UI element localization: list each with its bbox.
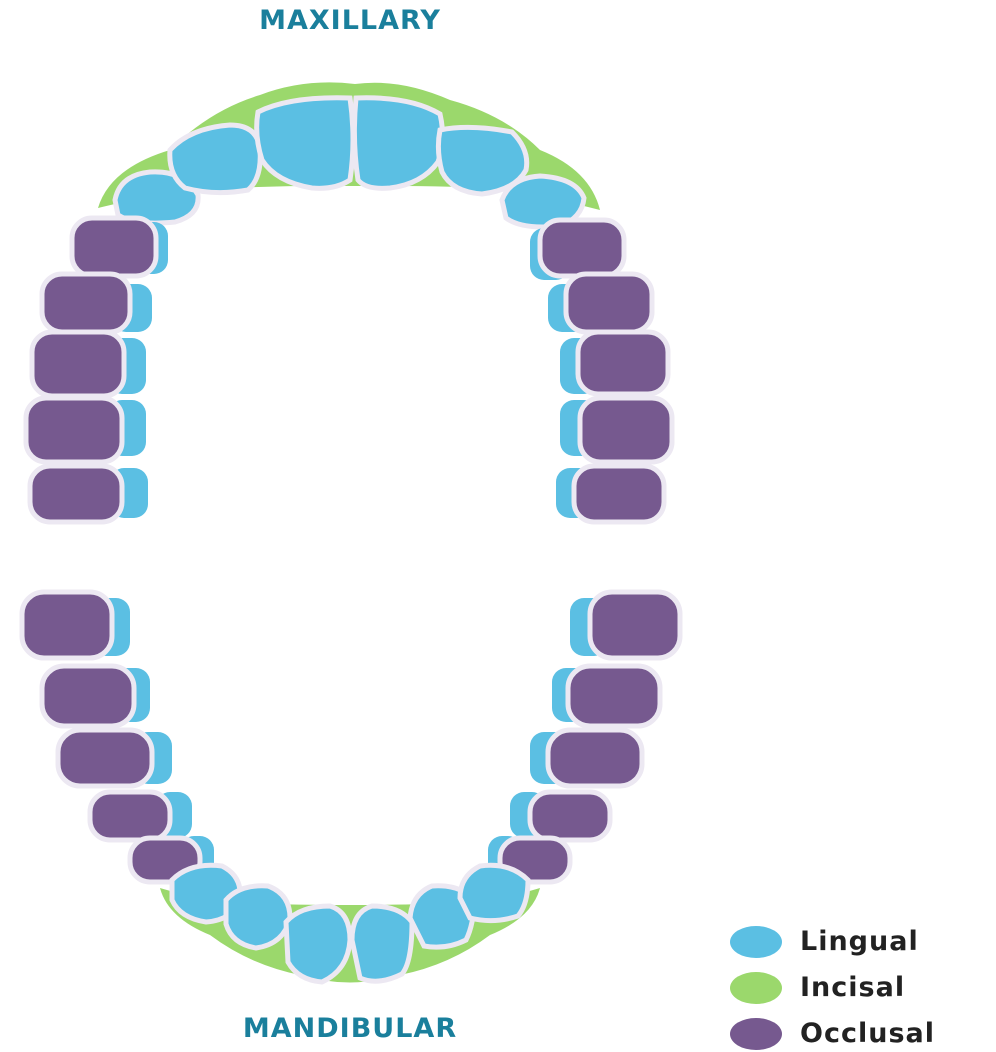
tooth-lower-left-second-molar: [552, 666, 660, 726]
legend-item-occlusal: Occlusal: [730, 1016, 990, 1052]
mandibular-label: MANDIBULAR: [0, 1015, 700, 1042]
tooth-lower-left-first-molar: [530, 730, 642, 786]
tooth-upper-right-lateral: [170, 125, 260, 193]
incisal-swatch: [730, 972, 782, 1004]
maxillary-right-posterior-teeth: [530, 220, 672, 522]
tooth-upper-left-central: [354, 98, 442, 189]
occlusal-swatch: [730, 1018, 782, 1050]
mandibular-left-posterior-teeth: [22, 592, 214, 882]
tooth-lower-right-central: [286, 906, 350, 982]
mandibular-right-posterior-teeth: [488, 592, 680, 882]
legend-label-occlusal: Occlusal: [800, 1016, 935, 1052]
tooth-lower-left-third-molar: [570, 592, 680, 658]
tooth-lower-left-canine: [460, 865, 528, 920]
tooth-lower-left-second-premolar: [510, 792, 610, 840]
tooth-upper-left-first-molar: [560, 332, 668, 394]
legend-item-lingual: Lingual: [730, 924, 990, 960]
tooth-upper-right-second-premolar: [42, 274, 152, 332]
tooth-upper-right-first-molar: [32, 332, 146, 396]
tooth-upper-right-second-molar: [26, 398, 146, 462]
tooth-upper-left-second-molar: [560, 398, 672, 462]
tooth-lower-right-second-molar: [42, 666, 150, 726]
tooth-lower-left-central: [352, 906, 412, 981]
tooth-lower-right-first-molar: [58, 730, 172, 786]
tooth-lower-right-lateral: [226, 886, 290, 948]
tooth-upper-right-third-molar: [30, 466, 148, 522]
dental-arch-illustration: [0, 0, 700, 1052]
legend-item-incisal: Incisal: [730, 970, 990, 1006]
tooth-upper-right-first-premolar: [72, 218, 168, 276]
tooth-upper-left-third-molar: [556, 466, 664, 522]
lingual-swatch: [730, 926, 782, 958]
tooth-upper-left-first-premolar: [530, 220, 624, 280]
legend-label-incisal: Incisal: [800, 970, 905, 1006]
maxillary-anterior-teeth: [115, 98, 584, 227]
tooth-lower-right-third-molar: [22, 592, 130, 658]
legend-label-lingual: Lingual: [800, 924, 919, 960]
tooth-lower-right-second-premolar: [90, 792, 192, 840]
maxillary-left-posterior-teeth: [26, 218, 168, 522]
tooth-upper-left-second-premolar: [548, 274, 652, 332]
